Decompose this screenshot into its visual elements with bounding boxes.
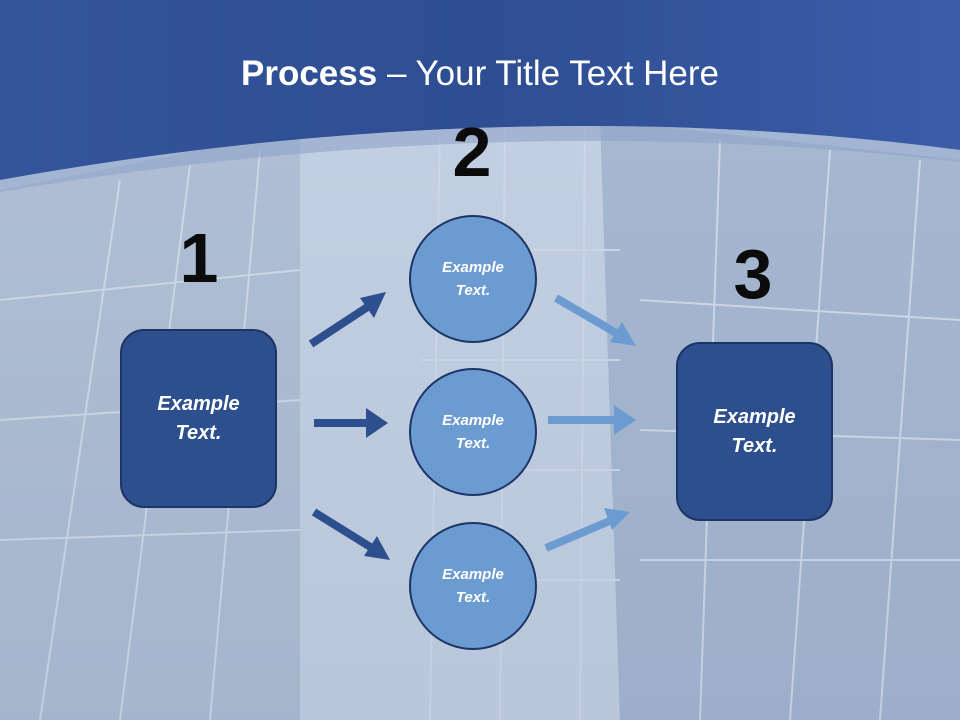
arrow-1-to-top: [308, 292, 386, 348]
step-2-circle-top: Example Text.: [409, 215, 537, 343]
step-2-middle-label: Example Text.: [442, 412, 504, 452]
step-2-bottom-label: Example Text.: [442, 566, 504, 606]
step-number-1: 1: [179, 219, 219, 297]
step-1-label: Example Text.: [157, 392, 240, 444]
step-2-top-label: Example Text.: [442, 259, 504, 299]
slide-title: Process – Your Title Text Here: [0, 52, 960, 96]
arrow-top-to-3: [553, 294, 636, 346]
step-3-label: Example Text.: [713, 405, 796, 457]
header-band: [0, 0, 960, 180]
arrow-bottom-to-3: [544, 508, 630, 552]
step-2-circle-bottom: Example Text.: [409, 522, 537, 650]
step-number-2: 2: [452, 113, 492, 191]
step-2-circle-middle: Example Text.: [409, 368, 537, 496]
arrow-middle-to-3: [548, 405, 636, 435]
arrow-1-to-middle: [314, 408, 388, 438]
slide-title-rest: – Your Title Text Here: [377, 54, 719, 93]
step-3-box: Example Text.: [676, 342, 833, 521]
arrow-1-to-bottom: [311, 508, 390, 560]
step-number-3: 3: [733, 235, 773, 313]
step-1-box: Example Text.: [120, 329, 277, 508]
slide-title-bold: Process: [241, 54, 378, 93]
